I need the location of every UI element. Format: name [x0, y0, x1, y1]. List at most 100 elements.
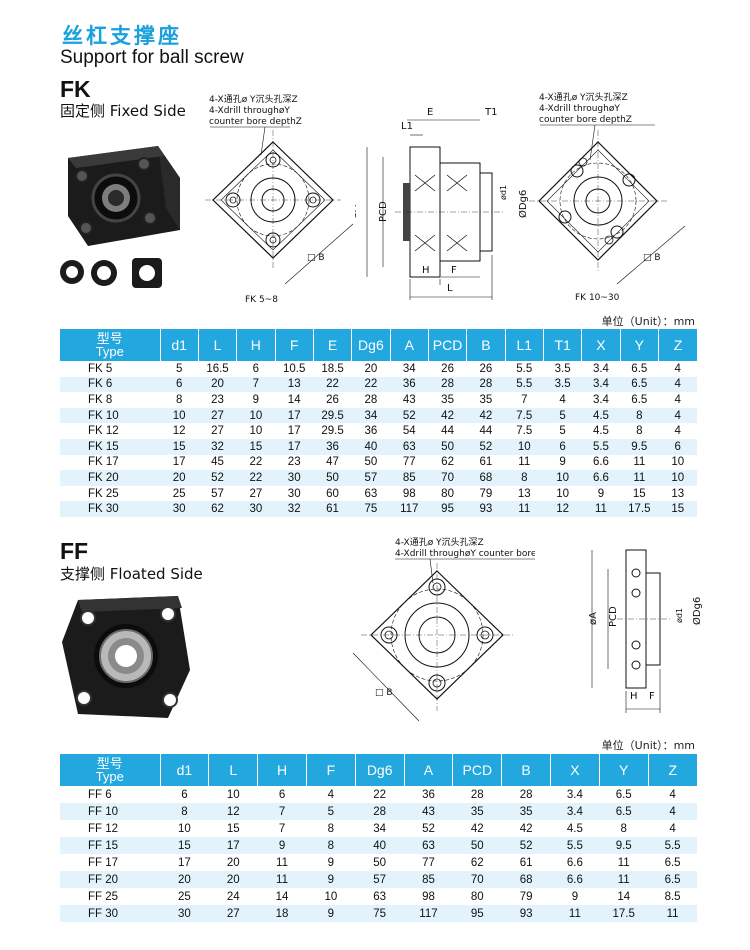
- table-cell-d1: 10: [160, 407, 199, 424]
- table-cell-dg6: 57: [351, 470, 391, 486]
- ff-dim-phia: øA: [588, 612, 599, 625]
- table-cell-dg6: 50: [364, 456, 378, 469]
- table-cell-b: 42: [519, 822, 533, 835]
- table-cell-type: FF 6: [88, 788, 112, 801]
- table-cell-x: 4.5: [592, 425, 609, 438]
- table-cell-f: 30: [275, 470, 314, 486]
- table-cell-z: 6.5: [664, 856, 681, 869]
- ff-side-view: øA PCD ød1 ØDg6 H F: [588, 549, 702, 713]
- table-cell-x: 3.4: [592, 393, 609, 406]
- table-cell-pcd: 28: [470, 788, 484, 801]
- table-cell-t1: 3.5: [543, 376, 582, 393]
- table-cell-dg6: 28: [355, 803, 405, 820]
- table-cell-a: 43: [404, 803, 453, 820]
- table-cell-d1: 6: [181, 788, 188, 801]
- table-cell-x: 9: [571, 890, 579, 903]
- table-cell-l1: 7.5: [516, 425, 533, 438]
- table-cell-b: 44: [479, 425, 493, 438]
- table-cell-type: FF 10: [60, 803, 160, 820]
- table-cell-a: 85: [390, 470, 429, 486]
- table-cell-a: 117: [404, 905, 453, 922]
- table-cell-b: 68: [501, 871, 551, 888]
- table-cell-z: 4: [674, 425, 681, 438]
- ff-product-photo: [62, 596, 190, 718]
- table-cell-h: 22: [249, 456, 263, 469]
- table-cell-x: 9: [597, 487, 605, 500]
- ff-header-y: Y: [599, 754, 649, 786]
- fk-side-view: E T1 L1 øA PCD ød1 ØDg6 H F L: [355, 107, 529, 300]
- table-cell-a: 52: [390, 407, 429, 424]
- table-cell-pcd: 80: [470, 890, 484, 903]
- table-cell-b: 28: [519, 788, 533, 801]
- table-cell-l1: 11: [505, 501, 544, 517]
- table-cell-a: 77: [422, 856, 435, 869]
- table-cell-h: 11: [276, 856, 288, 869]
- ff-unit-label: 单位（Unit）：mm: [601, 739, 695, 752]
- table-cell-dg6: 40: [355, 837, 405, 854]
- table-cell-d1: 5: [175, 362, 183, 375]
- table-cell-x: 3.4: [550, 803, 600, 820]
- fk-dim-b-right: □ B: [643, 253, 661, 263]
- ff-dim-b: □ B: [375, 688, 393, 698]
- table-cell-y: 11: [633, 456, 646, 469]
- table-cell-dg6: 36: [364, 425, 378, 438]
- table-cell-l: 20: [226, 856, 240, 869]
- table-cell-b: 52: [466, 438, 506, 455]
- table-cell-t1: 12: [543, 501, 582, 517]
- table-cell-dg6: 63: [373, 890, 387, 903]
- fk-header-f: F: [275, 329, 314, 361]
- table-cell-z: 10: [658, 470, 697, 486]
- table-cell-t1: 10: [556, 487, 569, 500]
- fk-header-l1: L1: [505, 329, 544, 361]
- table-cell-d1: 30: [160, 501, 199, 517]
- ff-note-line1: 4-X通孔ø Y沉头孔深Z: [395, 537, 484, 548]
- table-cell-dg6: 34: [373, 822, 387, 835]
- fk-note-left-line3: counter bore depthZ: [209, 117, 302, 127]
- table-cell-h: 9: [252, 393, 260, 406]
- table-cell-l: 32: [198, 438, 237, 455]
- table-cell-h: 27: [249, 487, 263, 500]
- table-cell-y: 14: [617, 890, 631, 903]
- table-cell-a: 54: [402, 425, 416, 438]
- table-cell-b: 79: [479, 487, 493, 500]
- table-cell-d1: 10: [178, 822, 191, 835]
- table-cell-pcd: 62: [441, 456, 454, 469]
- table-cell-a: 98: [422, 890, 435, 903]
- table-cell-a: 63: [390, 438, 429, 455]
- table-cell-d1: 6: [160, 376, 199, 393]
- table-cell-f: 10.5: [283, 362, 306, 375]
- fk-dim-t1: T1: [484, 107, 497, 118]
- table-cell-y: 6.5: [599, 803, 649, 820]
- table-cell-x: 3.4: [592, 362, 609, 375]
- table-cell-x: 6.6: [550, 871, 600, 888]
- table-cell-type: FK 17: [88, 456, 119, 469]
- table-cell-e: 29.5: [313, 407, 352, 424]
- table-cell-l: 20: [198, 376, 237, 393]
- ff-section-side-label: 支撑侧 Floated Side: [60, 565, 203, 583]
- table-cell-d1: 17: [178, 856, 191, 869]
- table-cell-y: 6.5: [620, 376, 659, 393]
- table-cell-x: 6.6: [581, 470, 621, 486]
- table-cell-t1: 5: [543, 407, 582, 424]
- table-cell-x: 5.5: [581, 438, 621, 455]
- table-cell-pcd: 70: [452, 871, 502, 888]
- ff-dim-pcd: PCD: [608, 606, 619, 627]
- table-cell-a: 36: [422, 788, 435, 801]
- table-cell-type: FF 30: [60, 905, 160, 922]
- table-cell-pcd: 42: [470, 822, 484, 835]
- table-cell-type: FK 20: [60, 470, 160, 486]
- table-cell-x: 4.5: [581, 407, 621, 424]
- table-cell-type: FK 10: [60, 407, 160, 424]
- table-cell-h: 14: [275, 890, 289, 903]
- ff-header-dg6: Dg6: [355, 754, 405, 786]
- table-cell-d1: 20: [160, 871, 209, 888]
